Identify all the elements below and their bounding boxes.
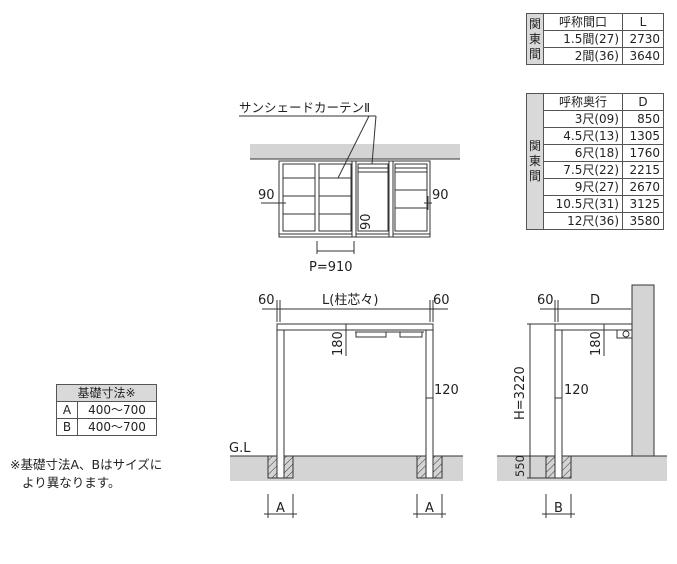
foundation-title: 基礎寸法※ — [56, 384, 157, 402]
region-label: 関東間 — [526, 93, 544, 230]
front-dim-60-left: 60 — [258, 293, 275, 308]
beam — [276, 323, 434, 331]
cell-nominal: 6尺(18) — [543, 144, 623, 162]
post-side — [554, 327, 563, 479]
front-dim-60-right: 60 — [433, 293, 450, 308]
header-nominal-depth: 呼称奥行 — [543, 93, 623, 111]
front-dim-L: L(柱芯々) — [322, 293, 378, 308]
post-left — [276, 327, 285, 479]
depth-table: 関東間 呼称奥行 D 3尺(09)850 4.5尺(13)1305 6尺(18)… — [526, 93, 664, 230]
cell-value: 400〜700 — [77, 418, 157, 436]
house-wall — [631, 284, 655, 457]
plan-wall — [250, 144, 460, 159]
curtain-panel — [357, 163, 389, 232]
curtain-label: サンシェードカーテンⅡ — [239, 100, 370, 115]
foundation-table: 基礎寸法※ A 400〜700 B 400〜700 — [56, 384, 157, 436]
ground-label: G.L — [229, 441, 251, 456]
pitch-label: P=910 — [309, 260, 353, 275]
side-elevation — [497, 284, 667, 518]
plan-view — [239, 115, 460, 254]
footnote: ※基礎寸法A、Bはサイズに より異なります。 — [10, 456, 162, 492]
cell-value: 3640 — [622, 47, 664, 65]
cell-value: 1305 — [622, 127, 664, 145]
front-dim-180: 180 — [331, 331, 346, 356]
footnote-line: より異なります。 — [22, 475, 121, 490]
base-label-left: A — [276, 501, 285, 516]
side-dim-550: 550 — [513, 455, 527, 477]
side-dim-D: D — [590, 293, 600, 308]
plan-dim-mid: 90 — [359, 213, 374, 230]
plan-dim-left: 90 — [258, 188, 275, 203]
side-dim-60: 60 — [537, 293, 554, 308]
height-label: H=3220 — [513, 366, 528, 420]
cell-value: 3580 — [622, 212, 664, 230]
side-dim-120: 120 — [564, 383, 589, 398]
footnote-line: ※基礎寸法A、Bはサイズに — [10, 457, 163, 472]
curtain-panel — [318, 163, 352, 232]
side-dim-180: 180 — [589, 331, 604, 356]
width-table: 関東間 呼称間口 L 1.5間(27) 2730 2間(36) 3640 — [526, 13, 664, 65]
front-dim-120: 120 — [434, 383, 459, 398]
front-elevation — [230, 300, 463, 518]
curtain-panel — [282, 163, 316, 232]
base-label-side: B — [554, 501, 563, 516]
ground — [497, 456, 667, 481]
cell-nominal: 3尺(09) — [543, 110, 623, 128]
plan-dim-right: 90 — [432, 188, 449, 203]
base-label-right: A — [425, 501, 434, 516]
cell-nominal: 12尺(36) — [543, 212, 623, 230]
curtain-panel — [394, 163, 428, 232]
cell-value: 400〜700 — [77, 401, 157, 419]
rafter — [554, 323, 633, 331]
post-right — [425, 327, 434, 479]
